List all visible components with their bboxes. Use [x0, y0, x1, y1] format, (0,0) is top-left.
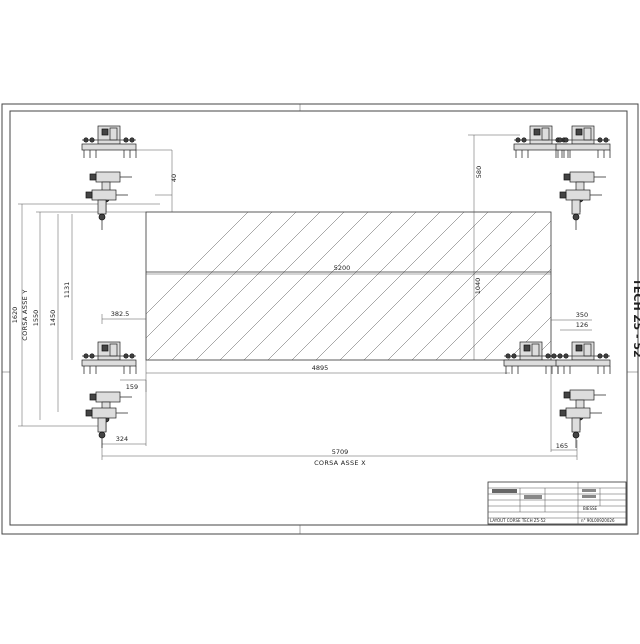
hatch-line: [580, 212, 640, 360]
title-block-logo: BIESSE: [583, 506, 598, 511]
hatch-line: [267, 212, 417, 360]
hatch-line: [219, 212, 369, 360]
hatch-line: [146, 212, 273, 339]
head-bottom-left: [81, 341, 137, 449]
table-hatching: [146, 212, 640, 360]
dim-4895: 4895: [312, 364, 329, 372]
dim-580: 580: [475, 166, 483, 178]
head-top-left: [81, 125, 137, 231]
hatch-line: [507, 316, 551, 360]
hatch-line: [339, 212, 489, 360]
hatch-line: [459, 268, 551, 360]
outer-frame: [1, 103, 639, 535]
hatch-line: [435, 244, 551, 360]
title-block-number: n° 90L00920026: [581, 518, 615, 523]
dim-table-length: 5200: [334, 264, 351, 272]
hatch-line: [195, 212, 345, 360]
head-bottom-right: [503, 341, 611, 449]
dim-stroke-y: 1620: [11, 307, 19, 324]
dim-1450: 1450: [49, 310, 57, 327]
hatch-line: [411, 220, 551, 360]
hatch-line: [315, 212, 465, 360]
hatch-line: [387, 212, 537, 360]
hatch-line: [363, 212, 513, 360]
dim-159: 159: [126, 383, 138, 391]
dim-stroke-x: 5709: [332, 448, 349, 456]
dim-40: 40: [170, 174, 178, 182]
dim-126: 126: [576, 321, 588, 329]
dim-165: 165: [556, 442, 568, 450]
hatch-line: [171, 212, 321, 360]
hatch-line: [291, 212, 441, 360]
work-table: [145, 211, 640, 361]
hatch-line: [147, 212, 297, 360]
hatch-line: [146, 212, 249, 315]
dim-1550: 1550: [32, 310, 40, 327]
drawing-title: TECH Z5 - 52: [631, 278, 640, 357]
dim-382-5: 382.5: [111, 310, 130, 318]
dim-1131: 1131: [63, 282, 71, 299]
head-top-right: [513, 125, 611, 231]
hatch-line: [483, 292, 551, 360]
title-block-description: LAYOUT CORSE TECH Z5-52: [490, 518, 546, 523]
inner-frame: [9, 110, 628, 526]
hatch-line: [531, 340, 551, 360]
dim-324: 324: [116, 435, 128, 443]
dim-350: 350: [576, 311, 588, 319]
dim-table-depth: 1040: [474, 278, 482, 295]
hatch-line: [243, 212, 393, 360]
title-block: BIESSE LAYOUT CORSE TECH Z5-52 n° 90L009…: [487, 481, 627, 525]
label-stroke-y: CORSA ASSE Y: [21, 289, 29, 340]
label-stroke-x: CORSA ASSE X: [314, 459, 366, 467]
